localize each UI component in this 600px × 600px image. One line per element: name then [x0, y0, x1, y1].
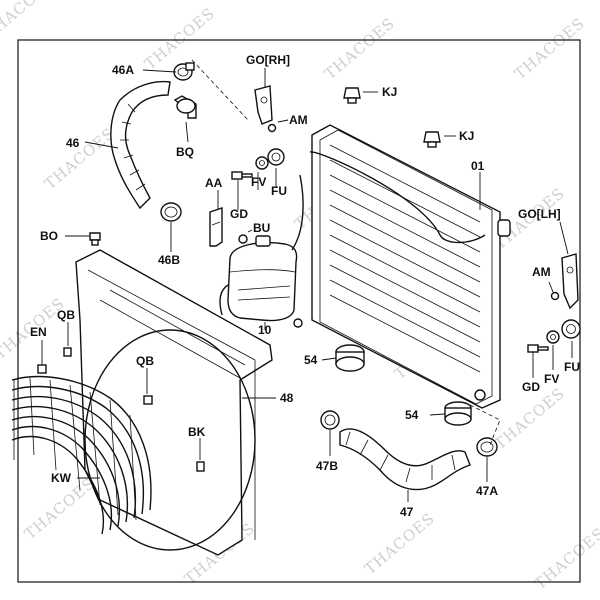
- label-46B: 46B: [158, 253, 180, 267]
- label-48: 48: [280, 391, 294, 405]
- watermark-text: THACOES: [491, 384, 568, 453]
- label-10: 10: [258, 323, 272, 337]
- bracket-BQ: [173, 95, 197, 119]
- grommet-KJ-top: [343, 87, 361, 104]
- bolt-BO: [89, 232, 101, 246]
- label-AM-right: AM: [532, 265, 551, 279]
- hose-54-bottom: [444, 401, 472, 426]
- label-46A: 46A: [112, 63, 134, 77]
- label-01: 01: [471, 159, 485, 173]
- upper-hose-46: [110, 80, 171, 210]
- label-KJ-mid: KJ: [459, 129, 474, 143]
- label-KJ-top: KJ: [382, 85, 397, 99]
- label-47A: 47A: [476, 484, 498, 498]
- watermark-text: THACOES: [511, 14, 588, 83]
- lower-hose-47: [339, 428, 471, 491]
- leader-lines: [41, 68, 573, 502]
- clamp-46B: [160, 202, 182, 222]
- label-FV-right: FV: [544, 372, 559, 386]
- label-BO: BO: [40, 229, 58, 243]
- label-EN: EN: [30, 325, 47, 339]
- label-AM-top: AM: [289, 113, 308, 127]
- fan-guard-KW: [11, 364, 152, 535]
- watermark-text: THACOES: [0, 0, 58, 43]
- label-FU-right: FU: [564, 360, 580, 374]
- watermark-text: THACOES: [141, 4, 218, 73]
- watermark-text: THACOES: [531, 524, 600, 593]
- label-GD-right: GD: [522, 380, 540, 394]
- bracket-GO-LH: [550, 253, 579, 310]
- label-BQ: BQ: [176, 145, 194, 159]
- clamp-47A: [476, 437, 498, 457]
- label-BU: BU: [253, 221, 270, 235]
- fasteners-right: [527, 319, 581, 353]
- clip-BU: [238, 234, 248, 244]
- reference-lines: [191, 59, 501, 446]
- label-54-top: 54: [304, 353, 318, 367]
- radiator-01: [309, 124, 511, 409]
- label-GO-RH: GO[RH]: [246, 53, 290, 67]
- label-FV-top: FV: [251, 175, 266, 189]
- label-46: 46: [66, 136, 80, 150]
- clamp-47B: [320, 410, 340, 430]
- reservoir-tank-10: [219, 174, 304, 328]
- fasteners-top: [231, 148, 285, 180]
- label-GD-top: GD: [230, 207, 248, 221]
- label-FU-top: FU: [271, 184, 287, 198]
- part-labels: 46A GO[RH] KJ AM KJ 46 BQ 01 AA FV FU GD…: [30, 53, 580, 519]
- label-QB-center: QB: [136, 354, 154, 368]
- bracket-AA: [209, 207, 223, 247]
- label-BK: BK: [188, 425, 206, 439]
- label-GO-LH: GO[LH]: [518, 207, 561, 221]
- grommet-KJ-mid: [423, 131, 441, 148]
- watermark-text: THACOES: [361, 509, 438, 578]
- watermark-text: THACOES: [41, 124, 118, 193]
- label-QB-left: QB: [57, 308, 75, 322]
- diagram-frame: [17, 39, 581, 583]
- label-47B: 47B: [316, 459, 338, 473]
- label-AA: AA: [205, 176, 223, 190]
- bracket-GO-RH: [254, 85, 277, 133]
- label-KW: KW: [51, 471, 72, 485]
- clamp-46A: [173, 62, 195, 81]
- label-47: 47: [400, 505, 414, 519]
- label-54-bottom: 54: [405, 408, 419, 422]
- watermark-text: THACOES: [321, 14, 398, 83]
- hose-54-top: [335, 344, 365, 372]
